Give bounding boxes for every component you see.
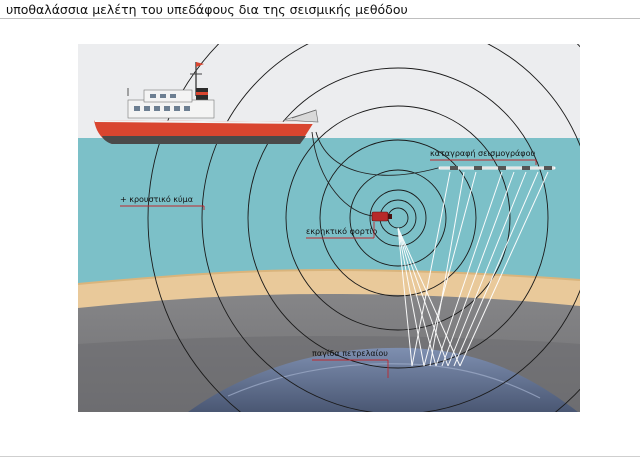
wave-arc-6 — [285, 105, 511, 331]
reflection-rays — [397, 171, 549, 367]
wave-arc-3 — [369, 189, 427, 247]
explosive-charge-device — [371, 211, 392, 222]
bottom-divider — [0, 456, 640, 457]
sandy-seabed — [78, 270, 580, 308]
seismic-survey-diagram: + κρουστικό κύμα εκρηκτικό φορτίο καταγρ… — [78, 44, 580, 412]
wave-arc-8 — [201, 44, 580, 412]
page-title: υποθαλάσσια μελέτη του υπεδάφους δια της… — [6, 2, 408, 17]
oil-trap-label: παγίδα πετρελαίου — [312, 349, 389, 378]
wave-arc-4 — [349, 169, 447, 267]
explosive-charge-label: εκρηκτικό φορτίο — [306, 222, 377, 239]
oil-trap-label-text: παγίδα πετρελαίου — [312, 349, 388, 358]
seismograph-streamer — [438, 166, 556, 170]
shock-wave-label: + κρουστικό κύμα — [120, 194, 205, 210]
seismograph-label-text: καταγραφή σεισμογράφου — [430, 149, 535, 158]
wave-arc-7 — [247, 67, 549, 369]
explosive-charge-label-text: εκρηκτικό φορτίο — [306, 226, 377, 236]
charge-cable — [311, 131, 375, 217]
title-divider — [0, 18, 640, 19]
wave-arc-9 — [147, 44, 580, 412]
seabed-edge — [78, 268, 580, 285]
seismograph-label: καταγραφή σεισμογράφου — [430, 149, 537, 165]
diagram-svg: + κρουστικό κύμα εκρηκτικό φορτίο καταγρ… — [78, 44, 580, 412]
wave-arc-5 — [319, 139, 477, 297]
survey-ship — [94, 62, 319, 144]
shock-wave-label-text: + κρουστικό κύμα — [120, 194, 193, 204]
